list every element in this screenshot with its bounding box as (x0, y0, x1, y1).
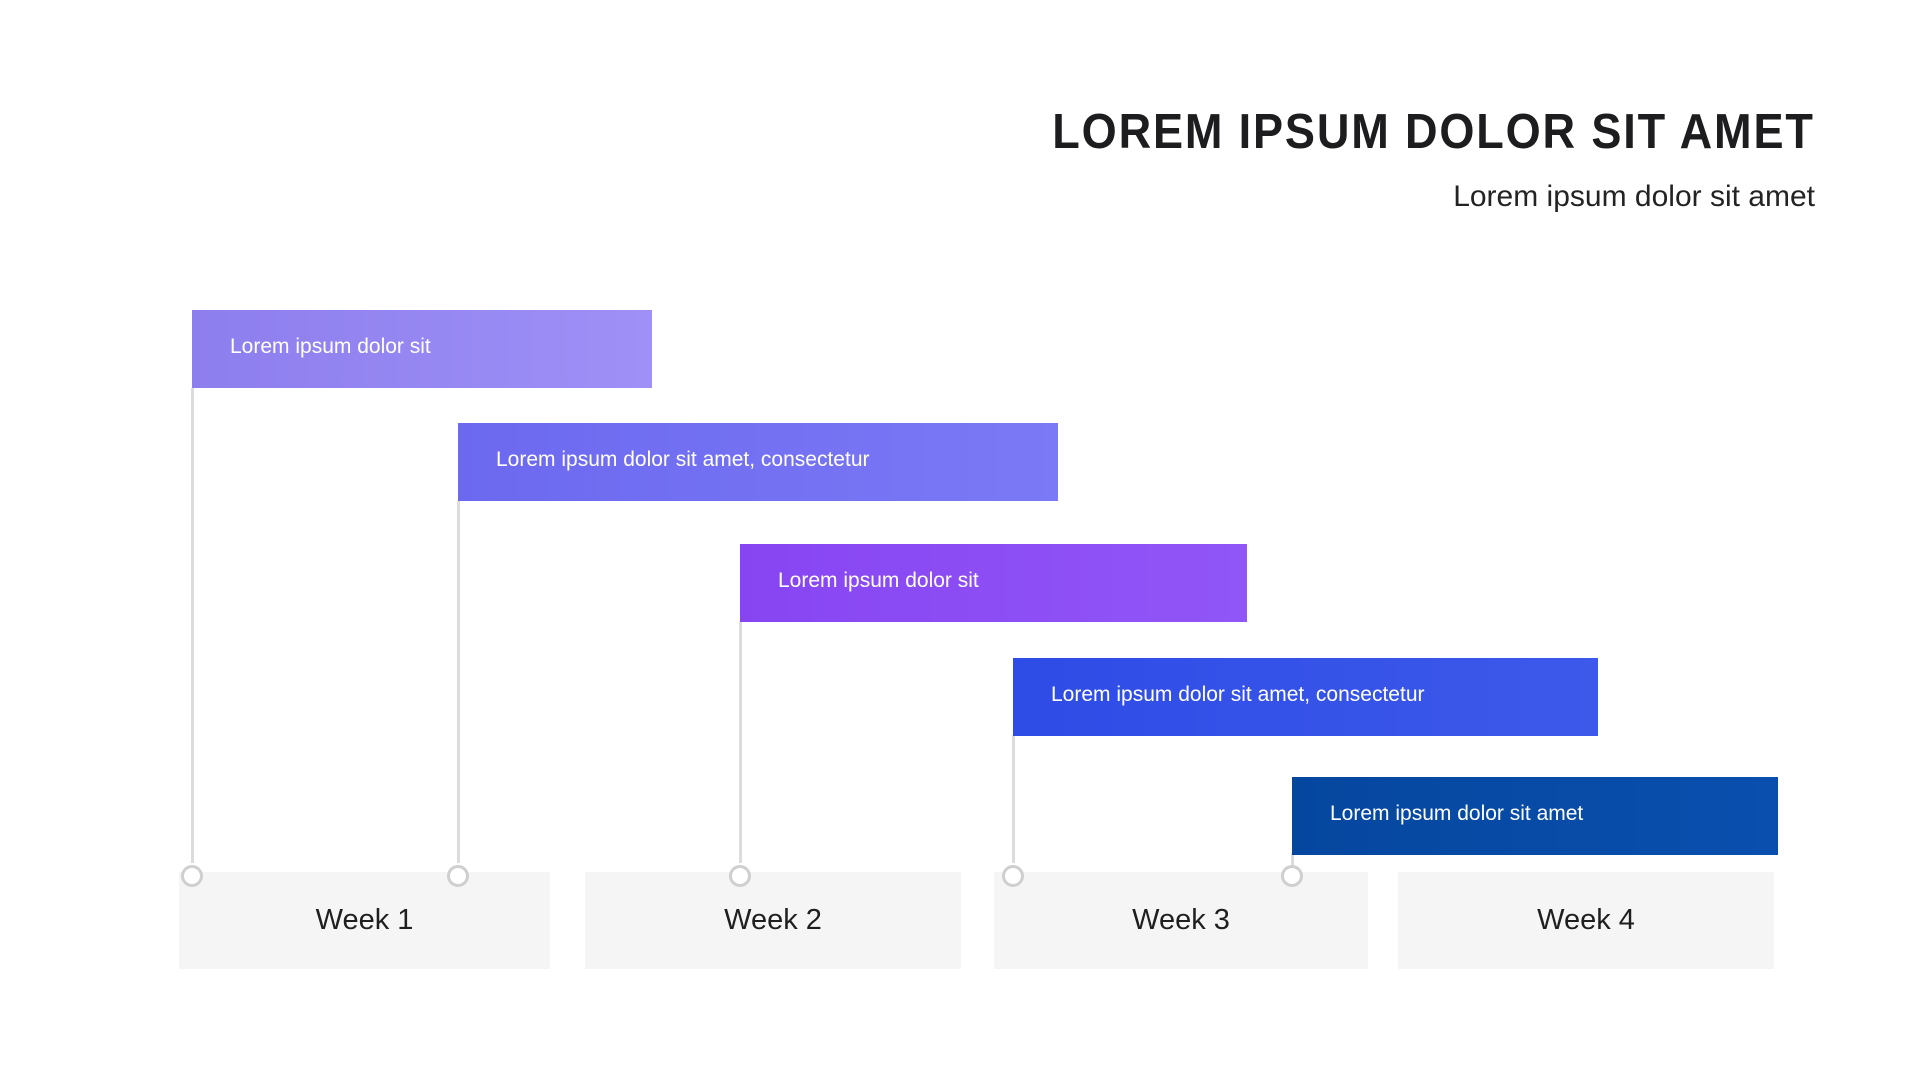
week-box-3: Week 3 (994, 872, 1368, 969)
connector-line-5 (1291, 853, 1294, 865)
gantt-bar-label: Lorem ipsum dolor sit (230, 335, 431, 358)
page-subtitle: Lorem ipsum dolor sit amet (1453, 180, 1815, 213)
week-box-2: Week 2 (585, 872, 961, 969)
week-label: Week 4 (1537, 904, 1635, 936)
gantt-bar-3: Lorem ipsum dolor sit (740, 544, 1247, 622)
gantt-bar-4: Lorem ipsum dolor sit amet, consectetur (1013, 658, 1598, 736)
gantt-bar-label: Lorem ipsum dolor sit amet (1330, 802, 1584, 825)
gantt-bar-label: Lorem ipsum dolor sit amet, consectetur (496, 448, 870, 471)
connector-node-4 (1002, 865, 1024, 887)
gantt-bar-label: Lorem ipsum dolor sit (778, 569, 979, 592)
week-box-1: Week 1 (179, 872, 550, 969)
gantt-bar-label: Lorem ipsum dolor sit amet, consectetur (1051, 683, 1425, 706)
connector-line-2 (457, 501, 460, 863)
gantt-bar-5: Lorem ipsum dolor sit amet (1292, 777, 1778, 855)
connector-node-2 (447, 865, 469, 887)
connector-line-4 (1012, 735, 1015, 863)
connector-node-5 (1281, 865, 1303, 887)
week-label: Week 3 (1132, 904, 1230, 936)
connector-line-1 (191, 388, 194, 863)
week-label: Week 2 (724, 904, 822, 936)
gantt-bar-1: Lorem ipsum dolor sit (192, 310, 652, 388)
connector-node-1 (181, 865, 203, 887)
connector-line-3 (739, 622, 742, 863)
gantt-bar-2: Lorem ipsum dolor sit amet, consectetur (458, 423, 1058, 501)
connector-node-3 (729, 865, 751, 887)
week-label: Week 1 (315, 904, 414, 936)
page-title: LOREM IPSUM DOLOR SIT AMET (1052, 105, 1815, 159)
week-box-4: Week 4 (1398, 872, 1774, 969)
